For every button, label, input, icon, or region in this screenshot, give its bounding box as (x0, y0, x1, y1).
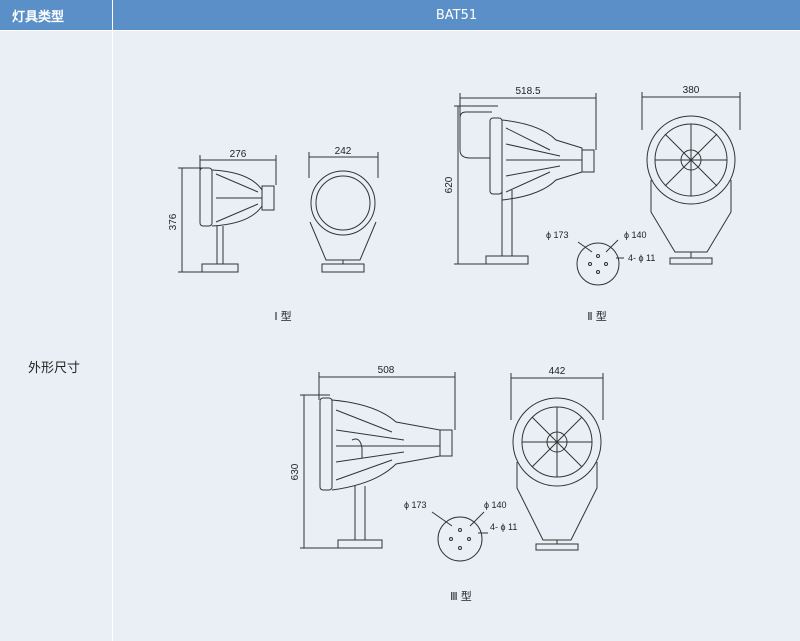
type3-caption: Ⅲ 型 (450, 589, 472, 603)
type1-side-view: 276 376 (168, 149, 277, 273)
header-value: BAT51 (113, 0, 800, 30)
type2-base-inner: ϕ 140 (624, 230, 647, 240)
type3-front-width: 442 (549, 366, 566, 377)
type3-height: 630 (290, 463, 301, 480)
type2-side-view: 518.5 620 (444, 86, 597, 265)
type2-caption: Ⅱ 型 (587, 309, 606, 323)
type3-base-inner: ϕ 140 (484, 500, 507, 510)
type2-base-plate: ϕ 173 ϕ 140 4- ϕ 11 (546, 230, 655, 286)
type3-base-outer: ϕ 173 (404, 500, 427, 510)
type2-front-width: 380 (683, 85, 700, 96)
type3-side-width: 508 (378, 365, 395, 376)
row-label: 外形尺寸 (28, 361, 81, 376)
type1-front-view: 242 (308, 146, 379, 273)
type1-height: 376 (168, 213, 179, 230)
type2-height: 620 (444, 176, 455, 193)
type3-front-view: 442 (510, 366, 604, 551)
header-label: 灯具类型 (0, 0, 112, 30)
drawing-cell (113, 31, 800, 641)
type1-caption: Ⅰ 型 (274, 309, 291, 323)
type3-base-holes: 4- ϕ 11 (490, 522, 517, 532)
type2-base-holes: 4- ϕ 11 (628, 253, 655, 263)
type2-side-width: 518.5 (515, 86, 540, 97)
type2-front-view: 380 (641, 85, 741, 265)
row-label-cell (0, 31, 112, 641)
type3-base-plate: ϕ 173 ϕ 140 4- ϕ 11 (404, 500, 517, 562)
type1-side-width: 276 (230, 149, 247, 160)
type1-front-width: 242 (335, 146, 352, 157)
type2-base-outer: ϕ 173 (546, 230, 569, 240)
type3-side-view: 508 630 (290, 365, 456, 549)
